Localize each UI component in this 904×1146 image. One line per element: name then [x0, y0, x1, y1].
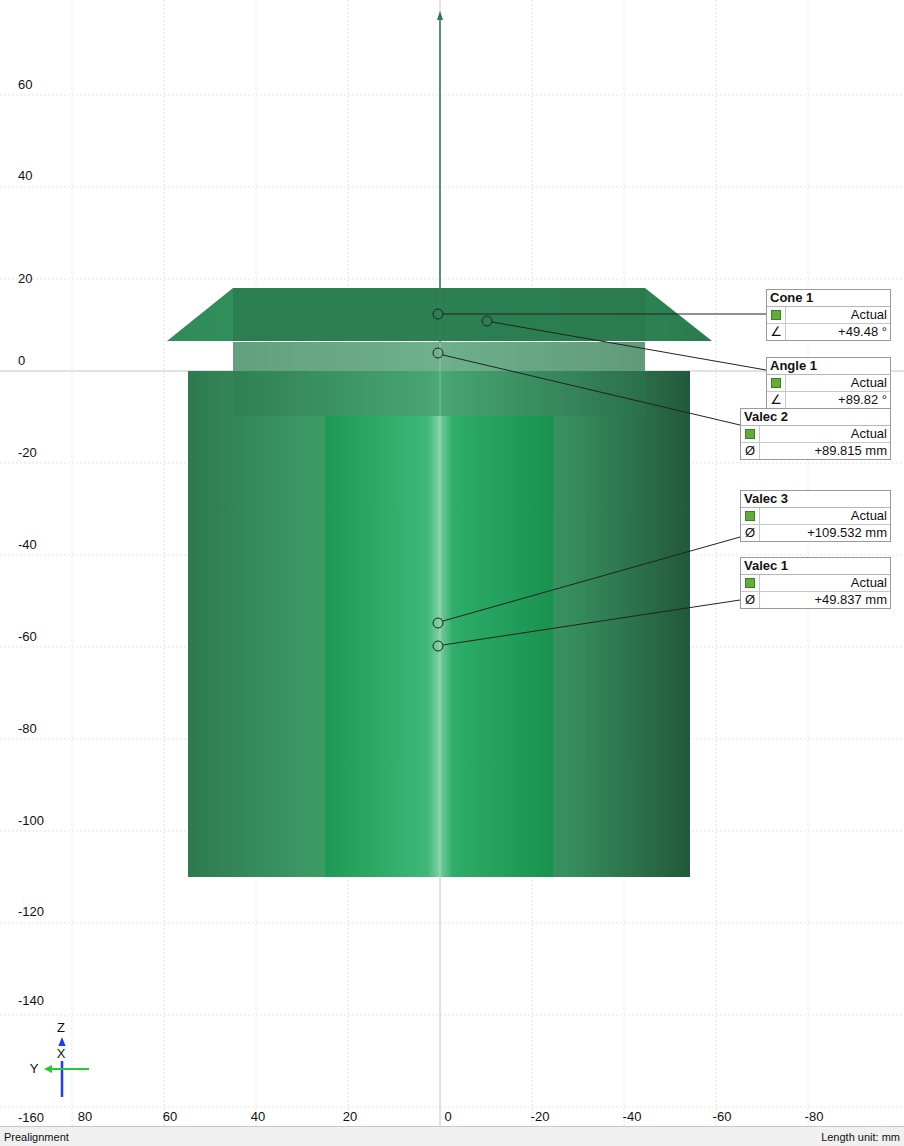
axis-tick-label: -120: [18, 904, 44, 919]
upper-cylinder-band: [233, 342, 645, 371]
axis-tick-label: -40: [623, 1109, 642, 1124]
callout-row: Actual: [741, 508, 890, 525]
callout-icon-cell: [741, 426, 760, 442]
symbol-cell: Ø: [741, 592, 760, 608]
axis-tick-label: 0: [18, 353, 25, 368]
axis-triad-label: Y: [29, 1061, 40, 1076]
callout-box: Valec 1ActualØ +49.837 mm: [740, 557, 891, 609]
feature-icon: [745, 429, 755, 439]
callout-row: Actual: [741, 426, 890, 443]
inner-cylinder: [325, 371, 553, 877]
callout-row: Ø +109.532 mm: [741, 525, 890, 541]
axis-tick-label: 60: [18, 77, 32, 92]
measured-value: +109.532 mm: [760, 525, 890, 541]
measure-symbol: Ø: [745, 443, 755, 459]
column-header: Actual: [760, 426, 890, 442]
callout-box: Cone 1Actual∠+49.48 °: [766, 289, 891, 341]
callout-icon-cell: [741, 575, 760, 591]
axis-tick-label: -160: [18, 1110, 44, 1125]
callout-row: ∠+89.82 °: [767, 392, 890, 408]
measure-symbol: Ø: [745, 592, 755, 608]
callout-box: Angle 1Actual∠+89.82 °: [766, 357, 891, 409]
axis-arrowhead: [437, 11, 443, 20]
axis-tick-label: -40: [18, 537, 37, 552]
callout-box: Valec 2ActualØ +89.815 mm: [740, 408, 891, 460]
column-header: Actual: [760, 508, 890, 524]
symbol-cell: ∠: [767, 324, 786, 340]
axis-tick-label: 40: [18, 168, 32, 183]
measure-symbol: ∠: [770, 392, 782, 408]
axis-tick-label: -100: [18, 813, 44, 828]
feature-icon: [745, 578, 755, 588]
status-text: Length unit: mm: [821, 1131, 900, 1144]
measured-value: +49.48 °: [786, 324, 890, 340]
axis-tick-label: -20: [531, 1109, 550, 1124]
axis-triad-label: X: [56, 1046, 67, 1061]
callout-icon-cell: [741, 508, 760, 524]
callout-row: Ø +89.815 mm: [741, 443, 890, 459]
axis-tick-label: -140: [18, 993, 44, 1008]
callout-icon-cell: [767, 375, 786, 391]
callout-row: Ø +49.837 mm: [741, 592, 890, 608]
axis-tick-label: 0: [444, 1109, 451, 1124]
callout-row: ∠+49.48 °: [767, 324, 890, 340]
callout-row: Actual: [767, 375, 890, 392]
callout-title: Valec 1: [741, 558, 890, 575]
axis-vector: [439, 18, 441, 342]
axis-tick-label: 20: [343, 1109, 357, 1124]
part-model: [167, 11, 712, 877]
upper-cylinder: [233, 342, 645, 416]
measured-value: +49.837 mm: [760, 592, 890, 608]
axis-tick-label: -60: [713, 1109, 732, 1124]
callout-icon-cell: [767, 307, 786, 323]
measured-value: +89.815 mm: [760, 443, 890, 459]
axis-tick-label: 80: [78, 1109, 92, 1124]
measure-symbol: ∠: [770, 324, 782, 340]
callout-row: Actual: [741, 575, 890, 592]
column-header: Actual: [786, 375, 890, 391]
axis-triad-label: Z: [56, 1020, 66, 1035]
feature-icon: [745, 511, 755, 521]
leader-lines: [433, 309, 766, 651]
status-text: Prealignment: [4, 1131, 69, 1144]
callout-box: Valec 3ActualØ +109.532 mm: [740, 490, 891, 542]
status-bar: [0, 1126, 904, 1146]
axis-tick-label: -80: [805, 1109, 824, 1124]
axis-tick-label: 20: [18, 271, 32, 286]
column-header: Actual: [786, 307, 890, 323]
axis-tick-label: -80: [18, 721, 37, 736]
symbol-cell: ∠: [767, 392, 786, 408]
symbol-cell: Ø: [741, 443, 760, 459]
feature-icon: [771, 310, 781, 320]
axis-tick-label: -20: [18, 445, 37, 460]
symbol-cell: Ø: [741, 525, 760, 541]
callout-title: Angle 1: [767, 358, 890, 375]
outer-cylinder: [188, 371, 690, 877]
center-line: [440, 288, 441, 877]
axis-triad: [44, 1037, 89, 1097]
callout-row: Actual: [767, 307, 890, 324]
callout-title: Valec 2: [741, 409, 890, 426]
axis-tick-label: 40: [251, 1109, 265, 1124]
measure-symbol: Ø: [745, 525, 755, 541]
callout-title: Valec 3: [741, 491, 890, 508]
measured-value: +89.82 °: [786, 392, 890, 408]
axis-tick-label: 60: [163, 1109, 177, 1124]
callout-title: Cone 1: [767, 290, 890, 307]
axis-tick-label: -60: [18, 629, 37, 644]
feature-icon: [771, 378, 781, 388]
column-header: Actual: [760, 575, 890, 591]
